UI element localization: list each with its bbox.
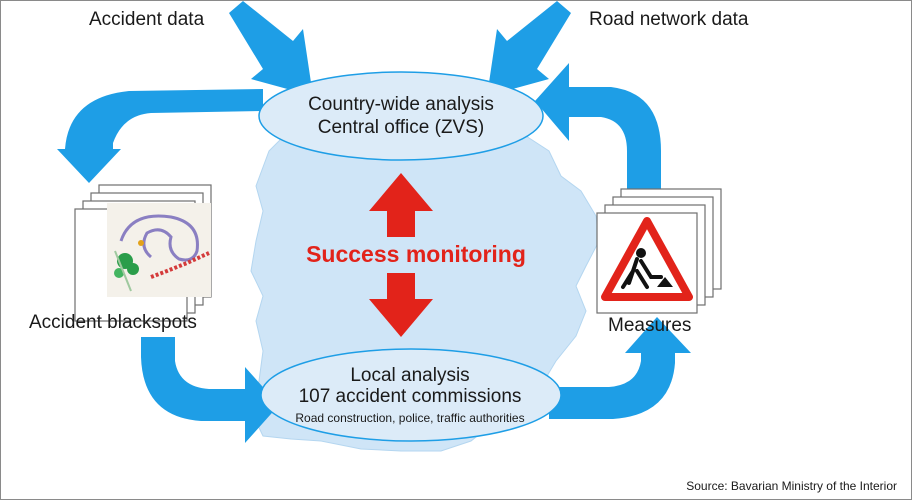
local-analysis-text: Local analysis 107 accident commissions … xyxy=(267,365,553,427)
central-office-text: Country-wide analysis Central office (ZV… xyxy=(263,93,539,139)
success-monitoring-label: Success monitoring xyxy=(306,241,526,267)
source-note: Source: Bavarian Ministry of the Interio… xyxy=(686,479,897,493)
blackspots-card-stack xyxy=(74,184,212,322)
local-analysis-line3: Road construction, police, traffic autho… xyxy=(295,411,525,425)
central-office-ellipse xyxy=(258,71,544,161)
to-blackspots-arrow xyxy=(57,89,263,183)
monitoring-arrow-down xyxy=(369,273,433,337)
central-office-line2: Central office (ZVS) xyxy=(317,117,485,138)
road-network-arrow xyxy=(487,1,571,96)
accident-data-label: Accident data xyxy=(89,9,205,30)
blackspot-map-icon xyxy=(107,203,211,297)
to-measures-arrow xyxy=(549,317,691,419)
to-local-analysis-arrow xyxy=(141,337,279,443)
local-analysis-line2: 107 accident commissions xyxy=(298,386,522,407)
accident-data-arrow xyxy=(229,1,313,96)
local-analysis-line1: Local analysis xyxy=(350,365,470,386)
local-analysis-ellipse xyxy=(260,348,562,442)
accident-blackspots-label: Accident blackspots xyxy=(29,312,197,333)
road-network-data-label: Road network data xyxy=(589,9,749,30)
central-office-line1: Country-wide analysis xyxy=(308,94,494,115)
measures-label: Measures xyxy=(608,315,692,336)
measures-card-stack xyxy=(596,188,722,314)
road-works-sign-icon xyxy=(601,217,693,301)
monitoring-arrow-up xyxy=(369,173,433,237)
